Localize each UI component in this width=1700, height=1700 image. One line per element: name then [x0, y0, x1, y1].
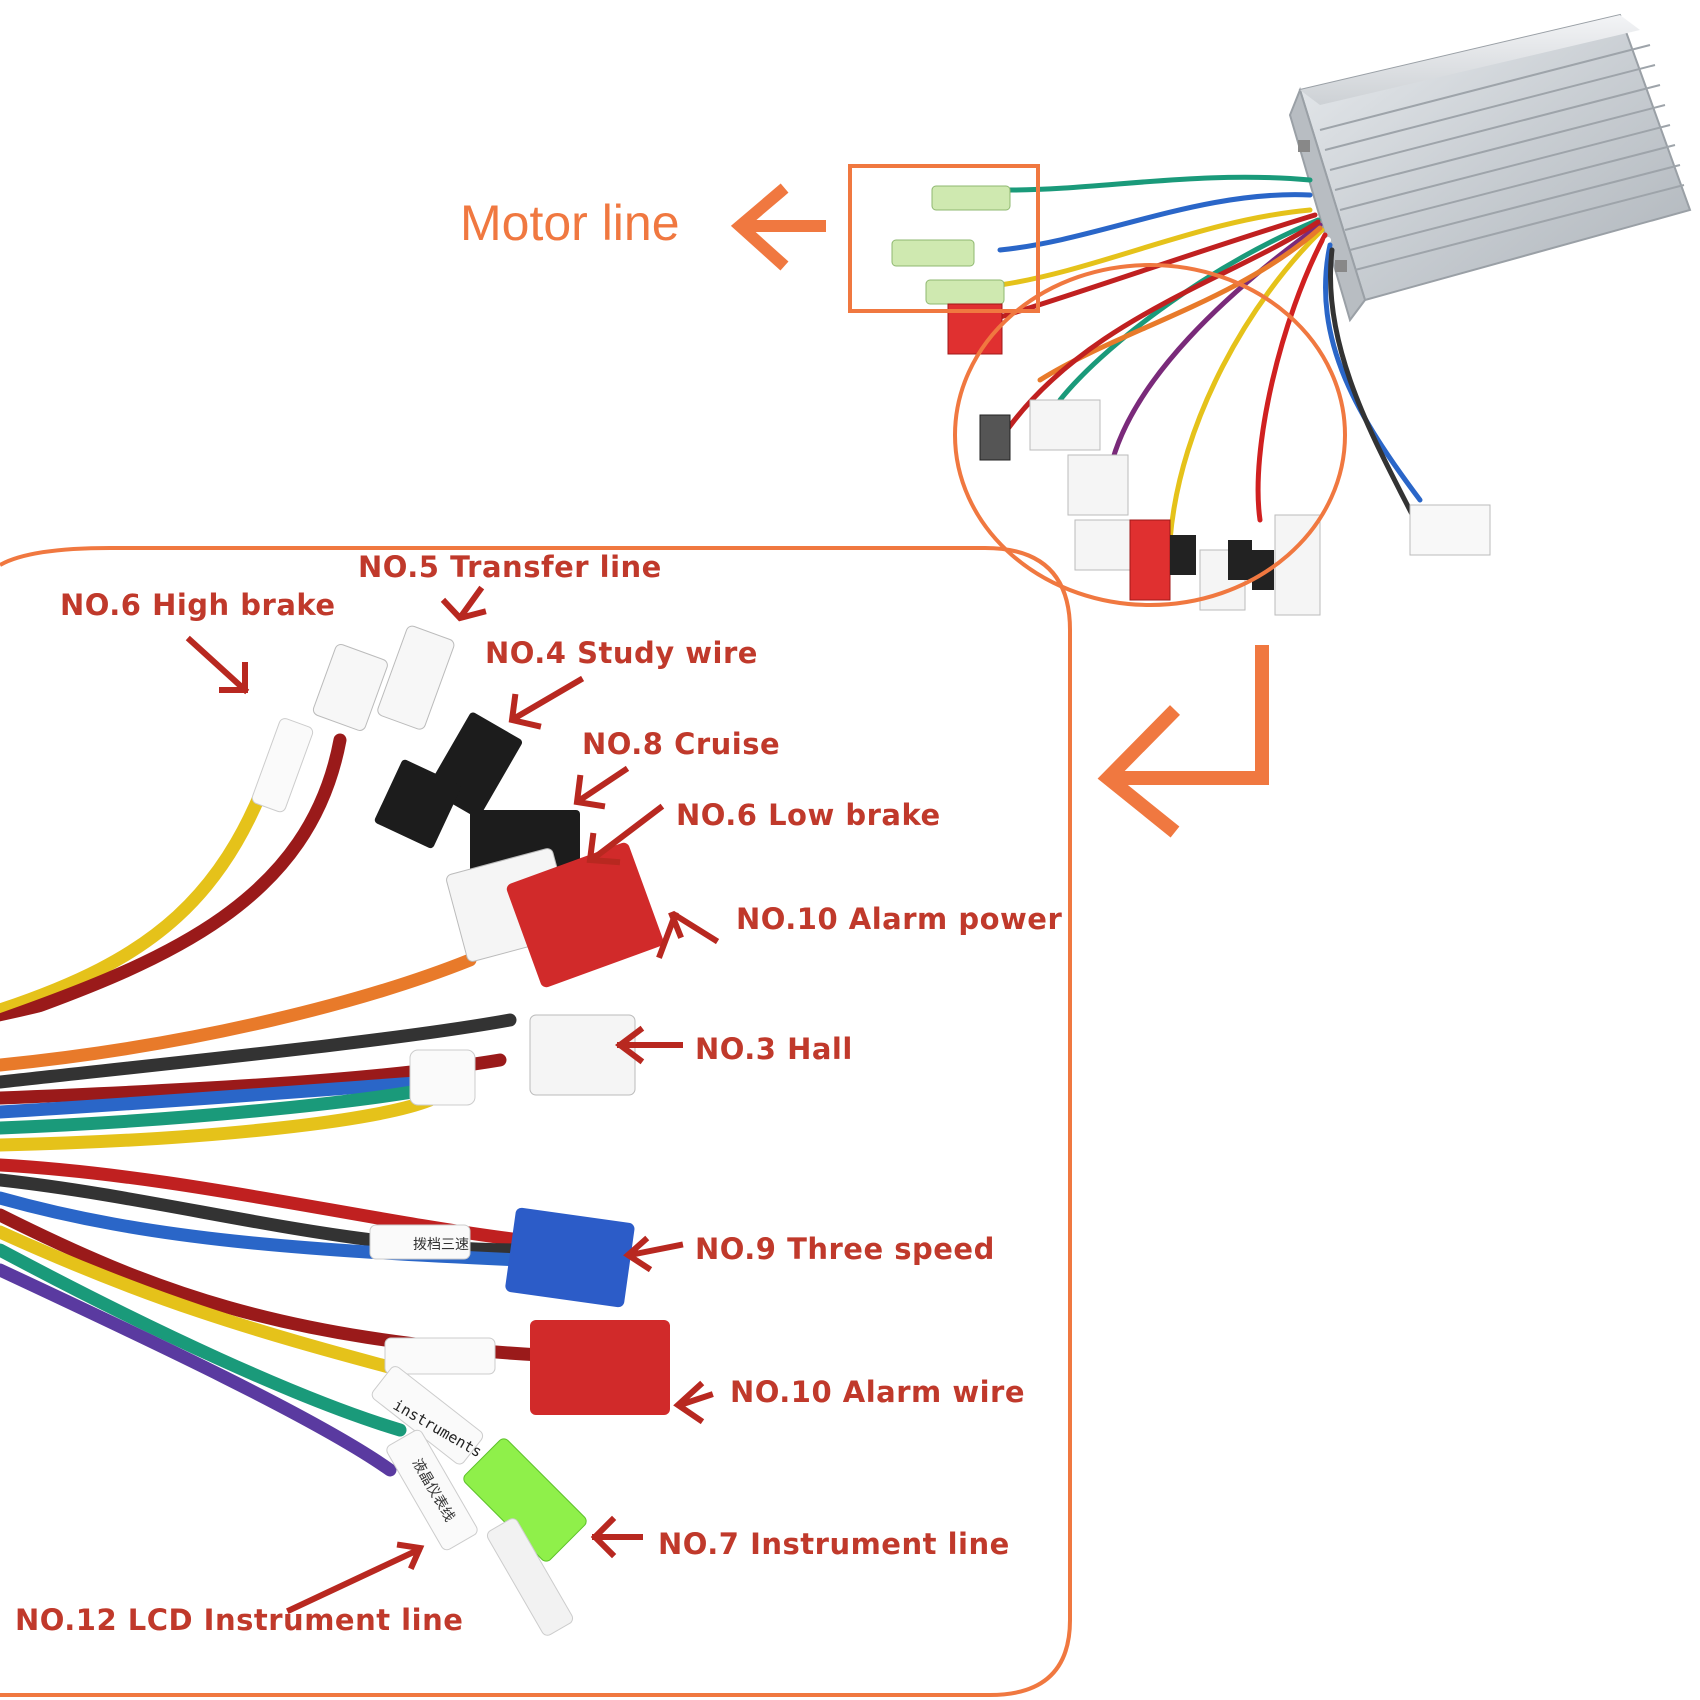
motor-line-label: Motor line	[460, 195, 680, 251]
label-instrument-line: NO.7 Instrument line	[658, 1527, 1010, 1561]
zoom-panel-border	[0, 546, 1072, 1697]
return-arrow-icon	[1097, 645, 1269, 838]
label-hall: NO.3 Hall	[695, 1032, 853, 1066]
label-three-speed: NO.9 Three speed	[695, 1232, 995, 1266]
motor-line-highlight-box	[848, 164, 1040, 313]
motor-line-connectors	[891, 185, 1011, 355]
controller-box	[1288, 13, 1692, 323]
label-high-brake: NO.6 High brake	[60, 588, 336, 622]
label-cruise: NO.8 Cruise	[582, 727, 781, 761]
label-lcd-instrument-line: NO.12 LCD Instrument line	[15, 1603, 464, 1637]
label-alarm-wire: NO.10 Alarm wire	[730, 1375, 1026, 1409]
label-study-wire: NO.4 Study wire	[485, 636, 758, 670]
connector-group-highlight-circle	[953, 263, 1347, 607]
label-low-brake: NO.6 Low brake	[676, 798, 941, 832]
pointer-arrow-icon	[185, 585, 720, 1614]
left-arrow-icon	[730, 183, 826, 271]
label-alarm-power: NO.10 Alarm power	[736, 902, 1063, 936]
zoomed-connectors	[251, 625, 670, 1636]
three-speed-sleeve-text: 拨档三速	[413, 1237, 469, 1253]
label-transfer-line: NO.5 Transfer line	[358, 550, 662, 584]
